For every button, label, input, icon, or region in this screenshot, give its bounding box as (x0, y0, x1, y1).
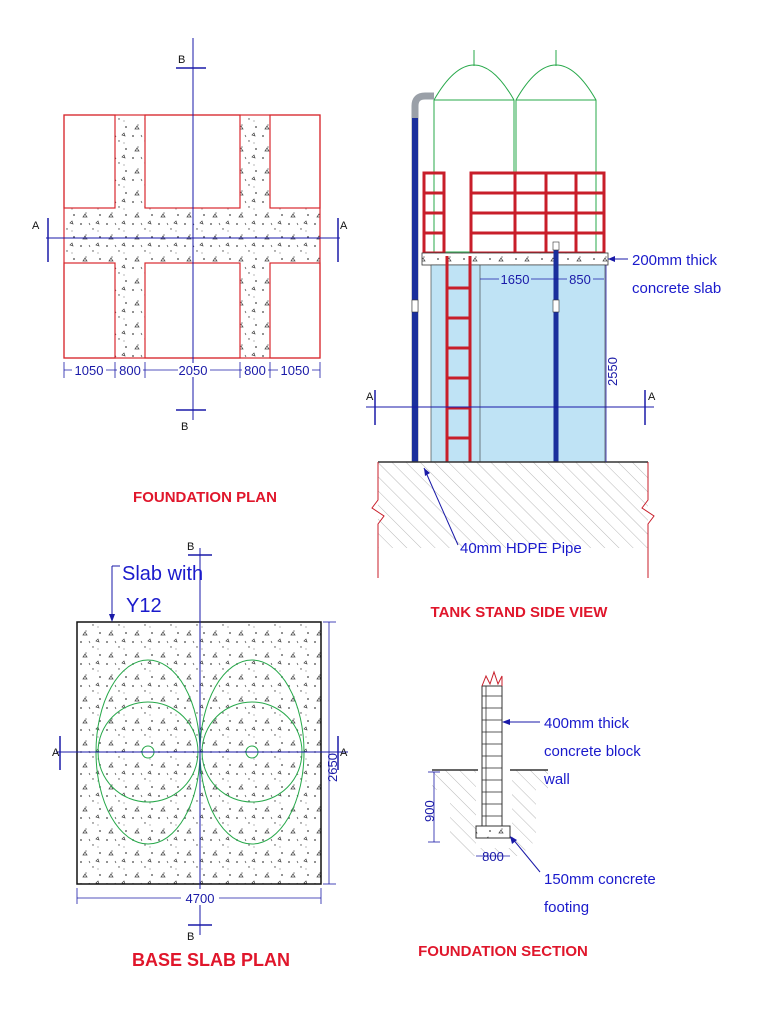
dim-800-right: 800 (244, 363, 266, 378)
tank-outline (433, 50, 597, 253)
tank-stand-title: TANK STAND SIDE VIEW (431, 604, 609, 621)
slab-section-label-b-top: B (187, 541, 194, 553)
dim-2050: 2050 (179, 363, 208, 378)
ladder (445, 256, 472, 462)
section-label-b-top: B (178, 54, 185, 66)
dim-2550: 2550 (605, 357, 620, 386)
base-slab-title: BASE SLAB PLAN (132, 950, 290, 970)
footing-label-line1: 150mm concrete (544, 871, 656, 888)
foundation-section: 900 800 400mm thick concrete block wall … (418, 670, 656, 960)
base-slab (76, 621, 322, 885)
slab-label-line2: concrete slab (632, 280, 721, 297)
railing (422, 171, 606, 255)
foundation-section-title: FOUNDATION SECTION (418, 943, 588, 960)
foundation-plan: B B A A 1050 800 2050 800 1050 FOUNDATIO… (32, 38, 348, 506)
slab-section-label-a-left: A (52, 747, 60, 759)
block-wall (481, 685, 503, 827)
section-label-b-bottom: B (181, 421, 188, 433)
pipe-label: 40mm HDPE Pipe (460, 540, 582, 557)
slab-label-line1: 200mm thick (632, 252, 718, 269)
pipe-bend (411, 92, 434, 462)
slab-note-line1: Slab with (122, 563, 203, 585)
slab-width-dim: 4700 (186, 891, 215, 906)
footing-label-line2: footing (544, 899, 589, 916)
foundation-plan-title: FOUNDATION PLAN (133, 489, 277, 506)
ground-hatch (378, 462, 648, 548)
dim-900: 900 (422, 800, 437, 822)
concrete-slab (421, 252, 609, 266)
side-section-label-a-right: A (648, 391, 656, 403)
dim-850: 850 (569, 272, 591, 287)
tank-stand-side-view: A A 1650 850 2550 200mm thick concrete s… (366, 50, 721, 621)
side-section-label-a-left: A (366, 391, 374, 403)
wall-label-line3: wall (543, 771, 570, 788)
slab-height-dim: 2650 (325, 753, 340, 782)
concrete-footing (475, 825, 511, 839)
dim-1050-left: 1050 (75, 363, 104, 378)
foundation-strip-horizontal (64, 208, 320, 263)
wall-label-line1: 400mm thick (544, 715, 630, 732)
section-label-a-left: A (32, 220, 40, 232)
slab-note-line2: Y12 (126, 595, 162, 617)
slab-section-label-a-right: A (340, 747, 348, 759)
dim-800: 800 (482, 849, 504, 864)
base-slab-plan: B B A A Slab with Y12 4700 2650 BASE SLA… (52, 541, 348, 970)
tank-stand-body (430, 264, 606, 463)
section-ground (432, 770, 548, 856)
slab-section-label-b-bottom: B (187, 931, 194, 943)
wall-label-line2: concrete block (544, 743, 641, 760)
dim-800-left: 800 (119, 363, 141, 378)
section-label-a-right: A (340, 220, 348, 232)
dim-1650: 1650 (501, 272, 530, 287)
dim-1050-right: 1050 (281, 363, 310, 378)
